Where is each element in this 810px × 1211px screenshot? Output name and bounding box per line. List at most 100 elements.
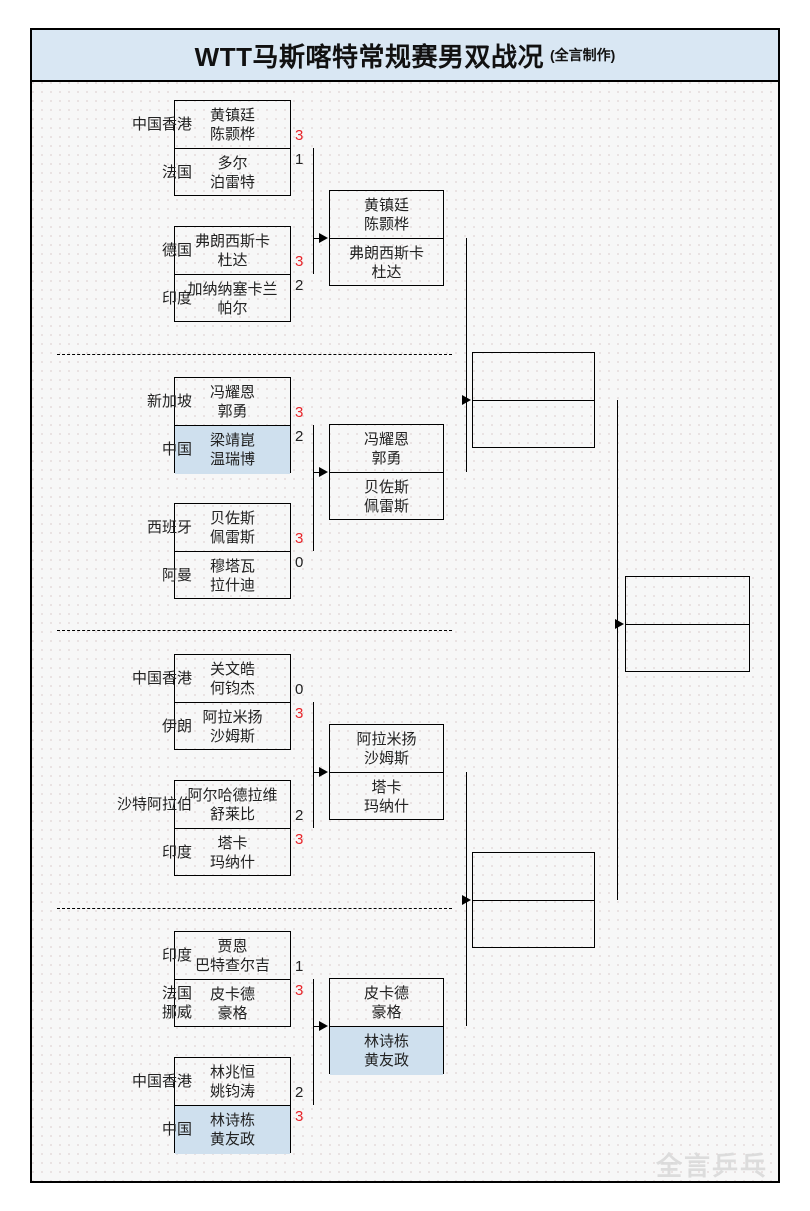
round1-match[interactable]: 黄镇廷陈颢桦多尔泊雷特 [174, 100, 291, 196]
player-name: 皮卡德 [363, 984, 409, 1002]
final-match-slot[interactable] [626, 577, 749, 625]
player-name: 冯耀恩 [363, 430, 409, 448]
country-label: 伊朗 [52, 717, 192, 736]
player-name: 黄友政 [363, 1052, 409, 1069]
round1-match[interactable]: 贾恩巴特查尔吉皮卡德豪格 [174, 931, 291, 1027]
round1-match-slot[interactable]: 林诗栋黄友政 [175, 1106, 290, 1154]
round2-match[interactable]: 冯耀恩郭勇贝佐斯佩雷斯 [329, 424, 444, 520]
score-winner: 3 [295, 253, 304, 270]
player-name: 弗朗西斯卡 [194, 232, 270, 250]
round1-match-slot[interactable]: 弗朗西斯卡杜达 [175, 227, 290, 275]
country-label: 印度 [52, 946, 192, 965]
round1-match-slot[interactable]: 贝佐斯佩雷斯 [175, 504, 290, 552]
country-label: 中国香港 [52, 669, 192, 688]
round2-match-slot[interactable]: 阿拉米扬沙姆斯 [330, 725, 443, 773]
round3-match-slot[interactable] [473, 401, 594, 449]
round3-match-slot[interactable] [473, 853, 594, 901]
round1-match-slot[interactable]: 冯耀恩郭勇 [175, 378, 290, 426]
country-label-line: 中国香港 [131, 1072, 192, 1090]
player-name: 关文皓 [209, 660, 255, 678]
round1-match[interactable]: 林兆恒姚钧涛林诗栋黄友政 [174, 1057, 291, 1154]
round1-match-slot[interactable]: 加纳纳塞卡兰帕尔 [175, 275, 290, 323]
round2-bracket-vertical [466, 238, 467, 472]
round1-match-slot[interactable]: 林兆恒姚钧涛 [175, 1058, 290, 1106]
group-separator [57, 630, 452, 631]
player-name: 贝佐斯 [209, 509, 255, 527]
score-winner: 3 [295, 404, 304, 421]
round1-match-slot[interactable]: 梁靖崑温瑞博 [175, 426, 290, 474]
round2-match-slot[interactable]: 贝佐斯佩雷斯 [330, 473, 443, 521]
round2-match[interactable]: 黄镇廷陈颢桦弗朗西斯卡杜达 [329, 190, 444, 286]
score-loser: 2 [295, 428, 304, 445]
round1-match[interactable]: 冯耀恩郭勇梁靖崑温瑞博 [174, 377, 291, 474]
round3-match[interactable] [472, 352, 595, 448]
round1-match-slot[interactable]: 塔卡玛纳什 [175, 829, 290, 877]
round1-to-round2 [313, 238, 319, 239]
page-header: WTT马斯喀特常规赛男双战况 (全言制作) [32, 30, 778, 82]
player-name: 皮卡德 [209, 986, 255, 1003]
round1-to-round2 [313, 1026, 319, 1027]
round1-match[interactable]: 关文皓何钧杰阿拉米扬沙姆斯 [174, 654, 291, 750]
player-name: 黄友政 [209, 1131, 255, 1148]
player-name: 拉什迪 [209, 577, 255, 594]
round1-match-slot[interactable]: 阿尔哈德拉维舒莱比 [175, 781, 290, 829]
country-label-line: 法国 [161, 163, 192, 181]
round1-bracket-vertical [313, 148, 314, 274]
round3-match[interactable] [472, 852, 595, 948]
country-label: 阿曼 [52, 566, 192, 585]
score-winner: 3 [295, 530, 304, 547]
player-name: 杜达 [217, 251, 248, 269]
player-name: 郭勇 [371, 449, 402, 467]
player-name: 姚钧涛 [209, 1082, 255, 1100]
round2-match[interactable]: 皮卡德豪格林诗栋黄友政 [329, 978, 444, 1075]
round2-match-slot[interactable]: 皮卡德豪格 [330, 979, 443, 1027]
player-name: 林诗栋 [363, 1033, 409, 1050]
bracket-frame: WTT马斯喀特常规赛男双战况 (全言制作) 全言乒乓 黄镇廷陈颢桦多尔泊雷特中国… [30, 28, 780, 1183]
country-label-line: 沙特阿拉伯 [116, 795, 192, 813]
player-name: 冯耀恩 [209, 383, 255, 401]
final-match[interactable] [625, 576, 750, 672]
country-label-line: 中国香港 [131, 115, 192, 133]
round2-match-slot[interactable]: 冯耀恩郭勇 [330, 425, 443, 473]
round1-match-slot[interactable]: 贾恩巴特查尔吉 [175, 932, 290, 980]
final-match-slot[interactable] [626, 625, 749, 673]
round2-match[interactable]: 阿拉米扬沙姆斯塔卡玛纳什 [329, 724, 444, 820]
round1-bracket-vertical [313, 702, 314, 828]
score-loser: 1 [295, 958, 304, 975]
round2-match-slot[interactable]: 弗朗西斯卡杜达 [330, 239, 443, 287]
player-name: 佩雷斯 [209, 528, 255, 546]
country-label: 新加坡 [52, 392, 192, 411]
player-name: 玛纳什 [209, 854, 255, 871]
country-label: 中国 [52, 440, 192, 459]
round1-match-slot[interactable]: 皮卡德豪格 [175, 980, 290, 1028]
round1-match[interactable]: 阿尔哈德拉维舒莱比塔卡玛纳什 [174, 780, 291, 876]
player-name: 温瑞博 [209, 451, 255, 468]
advance-arrow-icon [319, 1021, 328, 1031]
round1-match[interactable]: 贝佐斯佩雷斯穆塔瓦拉什迪 [174, 503, 291, 599]
round1-match-slot[interactable]: 穆塔瓦拉什迪 [175, 552, 290, 600]
player-name: 阿拉米扬 [356, 730, 417, 748]
round1-match-slot[interactable]: 阿拉米扬沙姆斯 [175, 703, 290, 751]
round2-match-slot[interactable]: 塔卡玛纳什 [330, 773, 443, 821]
score-winner: 3 [295, 705, 304, 722]
score-winner: 3 [295, 982, 304, 999]
country-label-line: 印度 [161, 946, 192, 964]
score-loser: 2 [295, 277, 304, 294]
score-loser: 0 [295, 681, 304, 698]
country-label-line: 印度 [161, 289, 192, 307]
country-label-line: 法国 [161, 985, 192, 1002]
round3-match-slot[interactable] [473, 901, 594, 949]
player-name: 塔卡 [217, 835, 248, 852]
round1-match-slot[interactable]: 黄镇廷陈颢桦 [175, 101, 290, 149]
round2-match-slot[interactable]: 黄镇廷陈颢桦 [330, 191, 443, 239]
country-label-line: 伊朗 [161, 717, 192, 735]
country-label: 印度 [52, 289, 192, 308]
round1-match[interactable]: 弗朗西斯卡杜达加纳纳塞卡兰帕尔 [174, 226, 291, 322]
round1-match-slot[interactable]: 关文皓何钧杰 [175, 655, 290, 703]
advance-arrow-icon [462, 395, 471, 405]
round1-match-slot[interactable]: 多尔泊雷特 [175, 149, 290, 197]
round3-match-slot[interactable] [473, 353, 594, 401]
player-name: 佩雷斯 [363, 498, 409, 515]
round2-match-slot[interactable]: 林诗栋黄友政 [330, 1027, 443, 1075]
score-loser: 0 [295, 554, 304, 571]
